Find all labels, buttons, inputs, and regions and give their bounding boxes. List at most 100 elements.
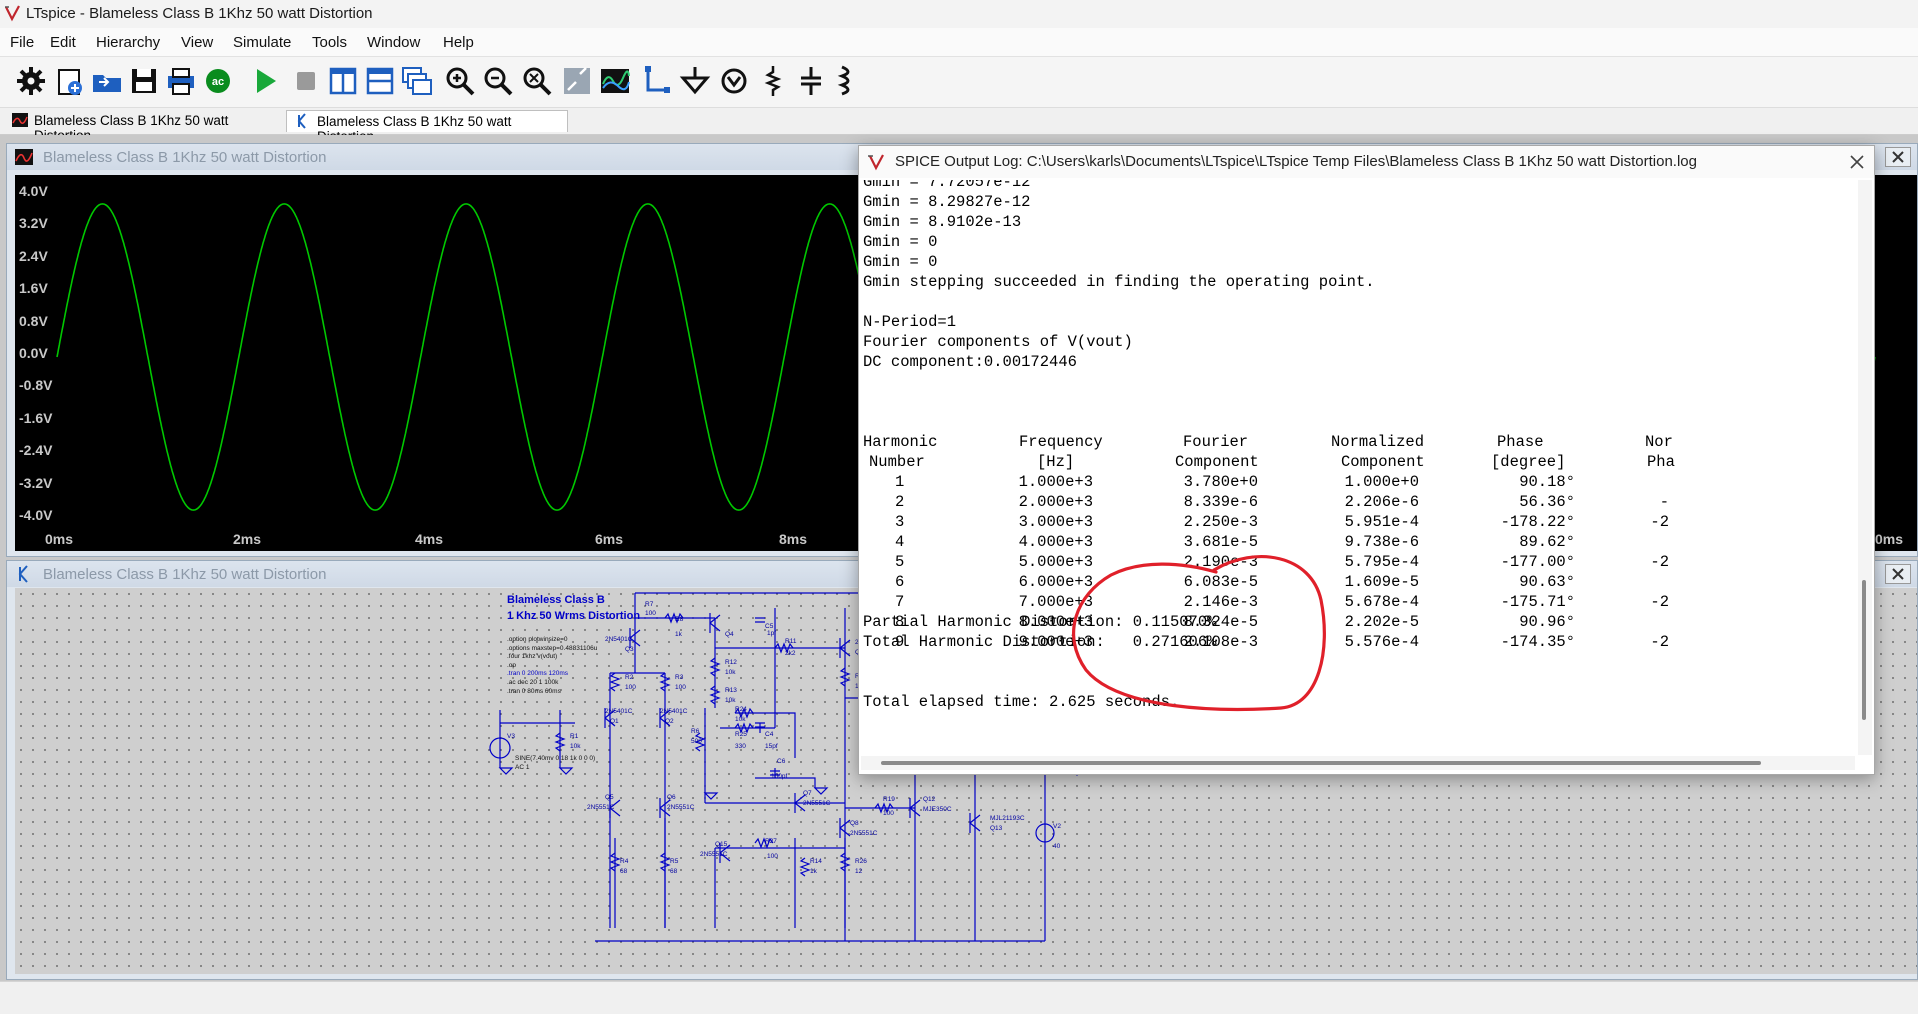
tab-waveform[interactable]: Blameless Class B 1Khz 50 watt Distortio…: [4, 110, 282, 143]
svg-text:100: 100: [645, 610, 656, 617]
table-header: Fourier: [1183, 433, 1249, 451]
menu-file[interactable]: File: [10, 34, 35, 51]
zoom-out-icon[interactable]: [481, 64, 515, 98]
log-text[interactable]: Gmin = 7.72057e-12 Gmin = 8.29827e-12 Gm…: [861, 180, 1855, 755]
spice-directives: .option plotwinsize=0 .options maxstep=0…: [507, 636, 597, 696]
svg-text:68: 68: [670, 868, 678, 875]
normalized-component: 2.206e-6: [1344, 493, 1419, 511]
capacitor-icon[interactable]: [794, 64, 828, 98]
table-header: Normalized: [1331, 433, 1425, 451]
normalized-component: 5.951e-4: [1344, 513, 1419, 531]
frequency: 1.000e+3: [1018, 473, 1093, 491]
svg-text:15pf: 15pf: [765, 743, 778, 750]
harmonic-number: 2: [895, 493, 905, 511]
menu-view[interactable]: View: [181, 34, 214, 51]
y-tick-label: 1.6V: [19, 280, 48, 297]
frequency: 5.000e+3: [1018, 553, 1093, 571]
svg-text:R7: R7: [645, 601, 654, 608]
schematic-tab-icon: [297, 113, 306, 129]
harmonic-number: 6: [895, 573, 905, 591]
schematic-close-button[interactable]: [1885, 564, 1911, 584]
save-icon[interactable]: [127, 64, 161, 98]
source-value[interactable]: SINE(7.40mv 0.18 1k 0 0 0): [515, 755, 596, 762]
log-line: Gmin = 7.72057e-12: [863, 180, 1031, 191]
resistor-icon[interactable]: [756, 64, 790, 98]
run-icon[interactable]: [248, 64, 282, 98]
directive[interactable]: .op: [507, 661, 517, 669]
settings-icon[interactable]: [14, 64, 48, 98]
directive[interactable]: .ac dec 20 1 100k: [507, 678, 559, 686]
x-tick-label: 6ms: [595, 531, 624, 547]
inductor-icon[interactable]: [830, 64, 864, 98]
table-header: Component: [1341, 453, 1425, 471]
normalized-component: 2.202e-5: [1344, 613, 1419, 631]
directive[interactable]: .four 1khz v(vout): [507, 653, 558, 661]
menu-hierarchy[interactable]: Hierarchy: [96, 34, 161, 51]
log-vertical-scrollbar[interactable]: [1858, 180, 1872, 755]
svg-text:2N5401C: 2N5401C: [605, 708, 633, 715]
cascade-icon[interactable]: [400, 64, 434, 98]
directive[interactable]: .tran 0 80ms 60ms: [507, 687, 561, 695]
y-tick-label: -4.0V: [19, 507, 53, 523]
print-icon[interactable]: [164, 64, 198, 98]
log-line: DC component:0.00172446: [863, 353, 1077, 371]
log-line: Gmin = 8.9102e-13: [863, 213, 1022, 231]
svg-text:100: 100: [883, 810, 894, 817]
svg-text:V2: V2: [1053, 823, 1061, 830]
menu-simulate[interactable]: Simulate: [233, 34, 292, 51]
ground-icon[interactable]: [678, 64, 712, 98]
svg-text:10k: 10k: [725, 697, 736, 704]
directive[interactable]: .option plotwinsize=0: [507, 636, 568, 643]
open-folder-icon[interactable]: [90, 64, 124, 98]
svg-text:Q5: Q5: [605, 794, 614, 801]
halt-icon[interactable]: [289, 64, 323, 98]
tile-horizontal-icon[interactable]: [363, 64, 397, 98]
directive[interactable]: .tran 0 200ms 120ms: [507, 670, 569, 678]
svg-text:330: 330: [735, 743, 746, 750]
svg-text:Q15: Q15: [715, 841, 728, 848]
log-window-titlebar[interactable]: SPICE Output Log: C:\Users\karls\Documen…: [859, 146, 1874, 178]
table-header: Frequency: [1019, 433, 1103, 451]
label-net-icon[interactable]: [717, 64, 751, 98]
normalized-phase: -: [1659, 493, 1669, 511]
close-icon[interactable]: [1850, 155, 1864, 169]
phase: 90.96°: [1519, 613, 1575, 631]
frequency: 2.000e+3: [1018, 493, 1093, 511]
normalized-component: 9.738e-6: [1344, 533, 1419, 551]
svg-text:2N5551C: 2N5551C: [803, 800, 831, 807]
log-line: Gmin = 0: [863, 253, 938, 271]
log-vertical-scroll-thumb[interactable]: [1862, 580, 1866, 720]
table-header: Nor: [1645, 433, 1673, 451]
log-horizontal-scroll-thumb[interactable]: [881, 761, 1761, 765]
log-line: N-Period=1: [863, 313, 957, 331]
zoom-fit-icon[interactable]: [520, 64, 554, 98]
y-tick-label: 2.4V: [19, 247, 48, 264]
waveform-window-title: Blameless Class B 1Khz 50 watt Distortio…: [43, 149, 327, 166]
zoom-in-icon[interactable]: [443, 64, 477, 98]
hand-drawn-annotation-circle: [1071, 555, 1326, 712]
tab-schematic[interactable]: Blameless Class B 1Khz 50 watt Distortio…: [286, 110, 568, 144]
tile-vertical-icon[interactable]: [326, 64, 360, 98]
waveform-icon[interactable]: [598, 64, 632, 98]
svg-text:Q8: Q8: [850, 820, 859, 827]
close-icon: [1892, 568, 1904, 580]
app-title-bar: LTspice - Blameless Class B 1Khz 50 watt…: [0, 0, 1918, 28]
waveform-close-button[interactable]: [1885, 147, 1911, 167]
open-schematic-icon[interactable]: [53, 64, 87, 98]
svg-text:V3: V3: [507, 733, 515, 740]
wire-icon[interactable]: [640, 64, 674, 98]
ac-analysis-icon[interactable]: ac: [201, 64, 235, 98]
log-horizontal-scrollbar[interactable]: [861, 756, 1855, 770]
menu-help[interactable]: Help: [443, 34, 474, 51]
table-header: Number: [869, 453, 925, 471]
menu-window[interactable]: Window: [367, 34, 421, 51]
menu-tools[interactable]: Tools: [312, 34, 348, 51]
menu-edit[interactable]: Edit: [50, 34, 76, 51]
harmonic-number: 4: [895, 533, 905, 551]
svg-text:Q2: Q2: [665, 718, 674, 725]
directive[interactable]: .options maxstep=0.48831106u: [507, 644, 598, 652]
y-tick-label: 3.2V: [19, 215, 48, 232]
svg-text:500: 500: [691, 738, 702, 745]
autorange-icon[interactable]: [560, 64, 594, 98]
schematic-heading-1: Blameless Class B: [507, 594, 605, 606]
